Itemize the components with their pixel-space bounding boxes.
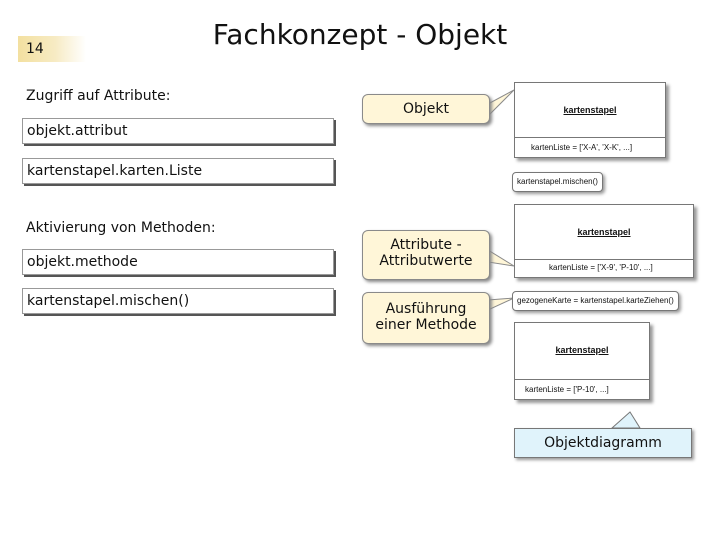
object-box-2: kartenstapel kartenListe = ['X-9', 'P-10… (514, 204, 694, 278)
attributes-heading: Zugriff auf Attribute: (26, 88, 171, 104)
message-karte-ziehen: gezogeneKarte = kartenstapel.karteZiehen… (512, 291, 679, 311)
object-2-divider (515, 259, 693, 260)
methods-heading: Aktivierung von Methoden: (26, 220, 216, 236)
objektdiagramm-label: Objektdiagramm (514, 428, 692, 458)
object-3-name: kartenstapel (555, 345, 609, 355)
callout-method: Ausführung einer Methode (362, 292, 490, 344)
object-1-divider (515, 137, 665, 138)
object-3-divider (515, 379, 649, 380)
object-2-name: kartenstapel (577, 227, 631, 237)
slide-number: 14 (18, 36, 86, 62)
callout-objekt: Objekt (362, 94, 490, 124)
message-mischen: kartenstapel.mischen() (512, 172, 603, 192)
callout-method-line2: einer Methode (375, 317, 477, 333)
attribute-syntax-box: objekt.attribut (22, 118, 334, 144)
callout-attribute: Attribute - Attributwerte (362, 230, 490, 280)
object-box-1: kartenstapel kartenListe = ['X-A', 'X-K'… (514, 82, 666, 158)
callout-method-line1: Ausführung (385, 301, 467, 317)
method-example-box: kartenstapel.mischen() (22, 288, 334, 314)
object-box-3: kartenstapel kartenListe = ['P-10', ...] (514, 322, 650, 400)
attribute-example-box: kartenstapel.karten.Liste (22, 158, 334, 184)
callout-attribute-line2: Attributwerte (379, 253, 473, 269)
object-1-attribute: kartenListe = ['X-A', 'X-K', ...] (531, 143, 633, 152)
callout-attribute-line1: Attribute - (390, 237, 462, 253)
slide-title: Fachkonzept - Objekt (212, 18, 508, 51)
object-1-name: kartenstapel (563, 105, 617, 115)
object-2-attribute: kartenListe = ['X-9', 'P-10', ...] (549, 263, 653, 272)
method-syntax-box: objekt.methode (22, 249, 334, 275)
object-3-attribute: kartenListe = ['P-10', ...] (525, 385, 609, 394)
